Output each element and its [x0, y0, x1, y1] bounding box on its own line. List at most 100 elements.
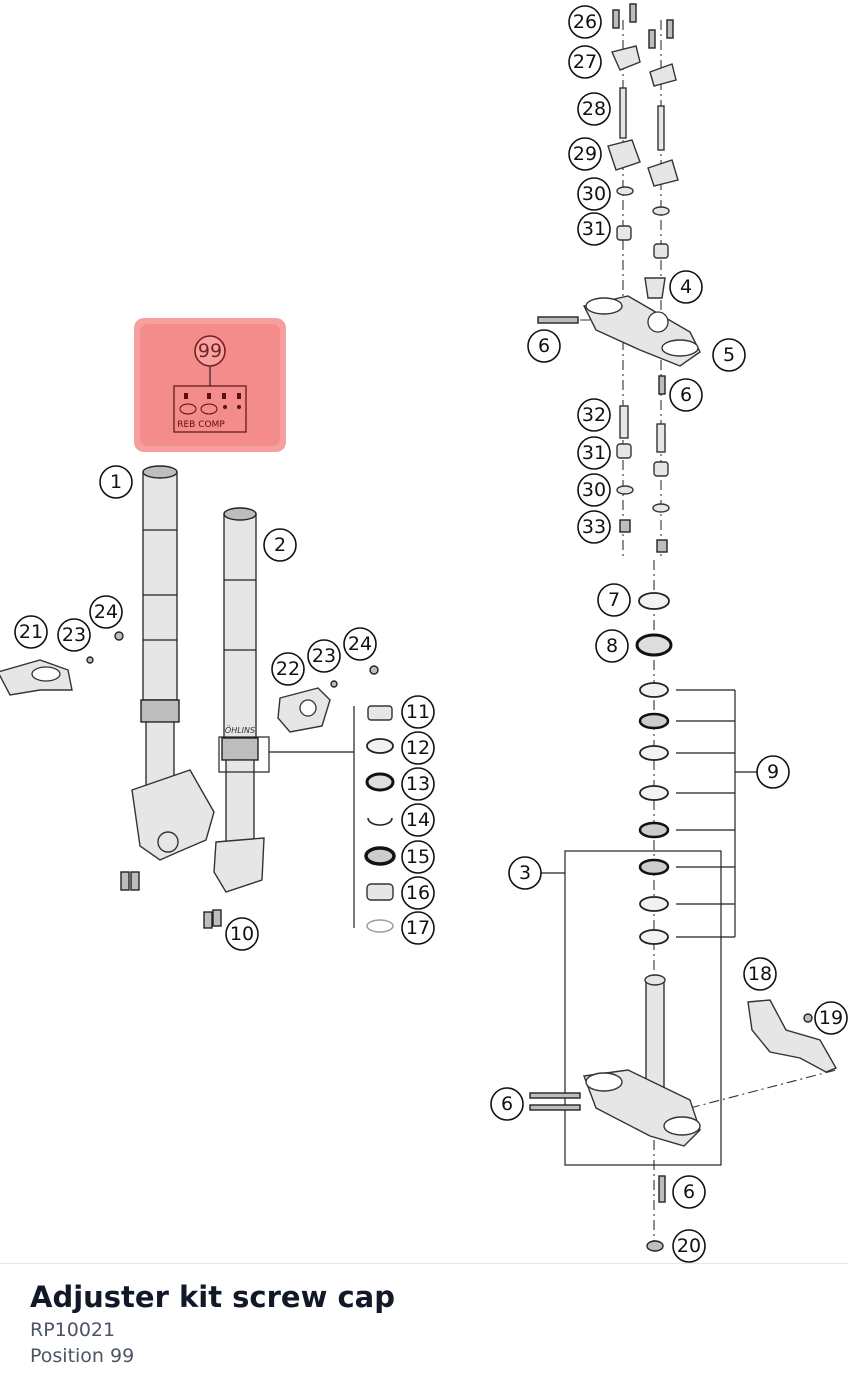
- svg-text:16: 16: [406, 882, 430, 904]
- callout-5[interactable]: 5: [712, 338, 746, 372]
- svg-text:31: 31: [582, 218, 606, 240]
- lower-assembly-frame: [564, 850, 722, 1166]
- svg-text:15: 15: [406, 846, 430, 868]
- axle-bolts[interactable]: [203, 909, 222, 929]
- mounting-bracket[interactable]: [747, 999, 838, 1073]
- highlight-position-99[interactable]: REB COMP: [134, 318, 286, 452]
- callout-12[interactable]: 12: [401, 731, 435, 765]
- callout-4[interactable]: 4: [669, 270, 703, 304]
- callout-26[interactable]: 26: [568, 5, 602, 39]
- callout-8[interactable]: 8: [595, 629, 629, 663]
- callout-23-left[interactable]: 23: [57, 618, 91, 652]
- fork-guard-right[interactable]: [277, 687, 331, 733]
- callout-3[interactable]: 3: [508, 856, 542, 890]
- part-position: Position 99: [30, 1345, 135, 1367]
- svg-text:6: 6: [683, 1181, 695, 1203]
- callout-23-right[interactable]: 23: [307, 639, 341, 673]
- svg-text:4: 4: [680, 276, 692, 298]
- svg-text:1: 1: [110, 471, 122, 493]
- seal-group-frame: [218, 736, 270, 773]
- fork-leg-right[interactable]: [213, 507, 265, 893]
- seal-kit-parts[interactable]: [364, 705, 396, 933]
- callout-31-upper[interactable]: 31: [577, 212, 611, 246]
- kit-label: REB COMP: [177, 420, 225, 430]
- svg-text:99: 99: [198, 340, 222, 362]
- exploded-parts-diagram: REB COMP: [0, 3, 848, 1263]
- callout-6-upper-right[interactable]: 6: [669, 378, 703, 412]
- svg-text:29: 29: [573, 143, 597, 165]
- callout-14[interactable]: 14: [401, 803, 435, 837]
- svg-text:7: 7: [608, 589, 620, 611]
- fork-brand-mark: ÖHLINS: [225, 725, 255, 735]
- svg-text:28: 28: [582, 98, 606, 120]
- callout-27[interactable]: 27: [568, 45, 602, 79]
- part-title: Adjuster kit screw cap: [30, 1280, 395, 1314]
- svg-text:23: 23: [62, 624, 86, 646]
- callout-33[interactable]: 33: [577, 510, 611, 544]
- callout-11[interactable]: 11: [401, 695, 435, 729]
- svg-text:12: 12: [406, 737, 430, 759]
- callout-29[interactable]: 29: [568, 137, 602, 171]
- steering-bearing-rings[interactable]: [635, 592, 673, 945]
- callout-31-lower[interactable]: 31: [577, 436, 611, 470]
- steering-nut[interactable]: [646, 1240, 664, 1252]
- callout-13[interactable]: 13: [401, 767, 435, 801]
- callout-10[interactable]: 10: [225, 917, 259, 951]
- callout-30-lower[interactable]: 30: [577, 473, 611, 507]
- svg-text:10: 10: [230, 923, 254, 945]
- callout-9[interactable]: 9: [756, 755, 790, 789]
- callout-15[interactable]: 15: [401, 840, 435, 874]
- svg-text:5: 5: [723, 344, 735, 366]
- svg-text:3: 3: [519, 862, 531, 884]
- fork-bolts-left[interactable]: [120, 871, 140, 891]
- svg-text:11: 11: [406, 701, 430, 723]
- svg-text:26: 26: [573, 11, 597, 33]
- lower-triple-clamp[interactable]: [529, 974, 701, 1203]
- callout-19[interactable]: 19: [814, 1001, 848, 1035]
- svg-text:32: 32: [582, 404, 606, 426]
- svg-text:9: 9: [767, 761, 779, 783]
- handlebar-clamp-parts[interactable]: [607, 3, 679, 259]
- svg-text:6: 6: [680, 384, 692, 406]
- svg-text:17: 17: [406, 917, 430, 939]
- callout-6-upper-left[interactable]: 6: [527, 329, 561, 363]
- svg-text:2: 2: [274, 534, 286, 556]
- fork-leg-left[interactable]: [131, 465, 215, 861]
- svg-text:27: 27: [573, 51, 597, 73]
- callout-2[interactable]: 2: [263, 528, 297, 562]
- callout-16[interactable]: 16: [401, 876, 435, 910]
- part-info-panel: Adjuster kit screw cap RP10021 Position …: [0, 1263, 848, 1390]
- callout-20[interactable]: 20: [672, 1229, 706, 1263]
- svg-text:8: 8: [606, 635, 618, 657]
- svg-text:22: 22: [276, 658, 300, 680]
- callout-24-left[interactable]: 24: [89, 595, 123, 629]
- svg-text:13: 13: [406, 773, 430, 795]
- callout-32[interactable]: 32: [577, 398, 611, 432]
- svg-text:20: 20: [677, 1235, 701, 1257]
- callout-99[interactable]: 99: [194, 335, 226, 367]
- callout-17[interactable]: 17: [401, 911, 435, 945]
- column-spacer-parts[interactable]: [616, 405, 670, 553]
- svg-text:18: 18: [748, 963, 772, 985]
- part-number: RP10021: [30, 1319, 116, 1341]
- callout-22[interactable]: 22: [271, 652, 305, 686]
- svg-text:19: 19: [819, 1007, 843, 1029]
- fork-guard-left[interactable]: [0, 659, 73, 696]
- callout-21[interactable]: 21: [14, 615, 48, 649]
- svg-text:21: 21: [19, 621, 43, 643]
- guard-screws[interactable]: [86, 631, 379, 688]
- callout-1[interactable]: 1: [99, 465, 133, 499]
- callout-18[interactable]: 18: [743, 957, 777, 991]
- svg-text:33: 33: [582, 516, 606, 538]
- callout-6-lower-left[interactable]: 6: [490, 1087, 524, 1121]
- svg-text:23: 23: [312, 645, 336, 667]
- callout-24-right[interactable]: 24: [343, 627, 377, 661]
- svg-text:30: 30: [582, 479, 606, 501]
- svg-text:6: 6: [538, 335, 550, 357]
- upper-triple-clamp[interactable]: [537, 277, 701, 395]
- callout-6-lower-right[interactable]: 6: [672, 1175, 706, 1209]
- callout-30-upper[interactable]: 30: [577, 177, 611, 211]
- svg-text:24: 24: [94, 601, 118, 623]
- callout-7[interactable]: 7: [597, 583, 631, 617]
- callout-28[interactable]: 28: [577, 92, 611, 126]
